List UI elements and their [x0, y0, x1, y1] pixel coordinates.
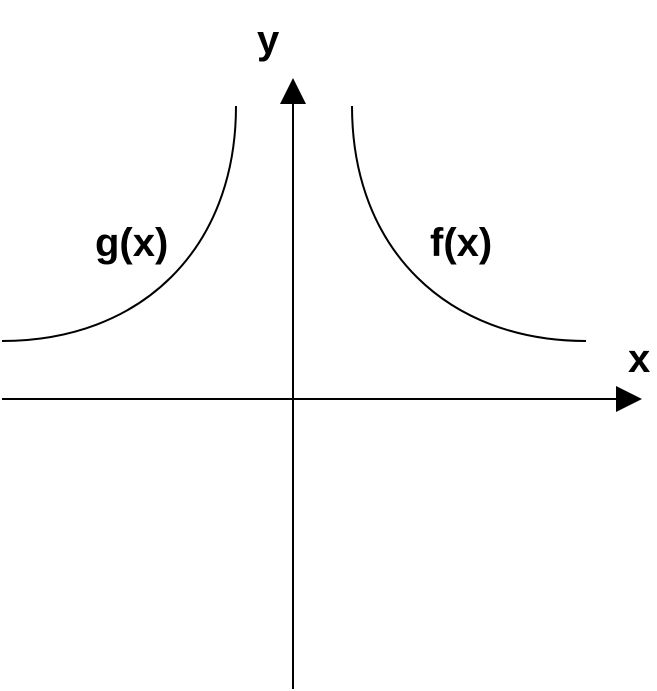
curve-f — [351, 105, 587, 342]
y-axis-arrowhead — [280, 78, 306, 104]
x-axis-arrowhead — [616, 386, 642, 412]
function-label-f: f(x) — [430, 221, 492, 265]
y-axis-label: y — [257, 18, 280, 62]
function-label-g: g(x) — [95, 221, 168, 265]
curve-g — [1, 105, 237, 342]
x-axis-label: x — [628, 337, 650, 381]
